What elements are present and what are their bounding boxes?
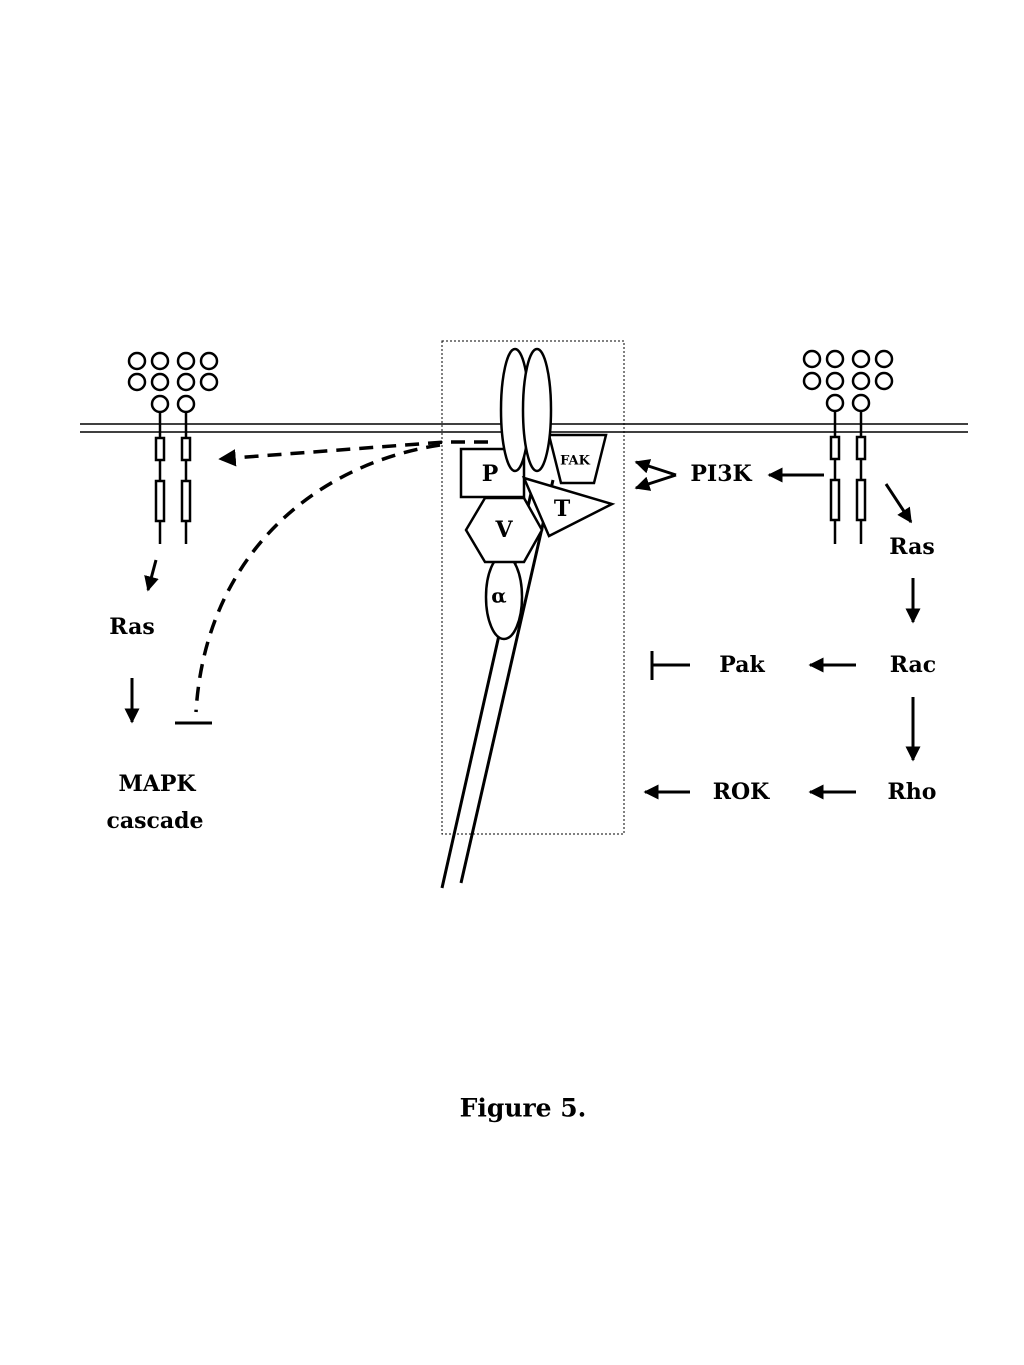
mapk-label-line1: MAPK — [118, 771, 196, 797]
fak-shape — [547, 433, 608, 485]
ras-right-label: Ras — [889, 534, 934, 560]
focal-adhesion-box — [441, 340, 625, 835]
figure-caption: Figure 5. — [460, 1094, 587, 1123]
talin-shape — [521, 476, 616, 538]
pak-label: Pak — [719, 652, 765, 678]
receptor-right — [802, 349, 894, 544]
arrow-receptor-to-ras-left — [144, 559, 159, 592]
arrow-receptor-to-ras-right — [884, 483, 913, 524]
dashed-inhibition-mapk — [194, 443, 441, 713]
talin-label: T — [554, 496, 571, 522]
pi3k-label: PI3K — [690, 461, 752, 487]
arrow-pi3k-to-complex-upper — [634, 459, 677, 477]
ras-left-label: Ras — [109, 614, 154, 640]
rok-label: ROK — [713, 779, 770, 805]
arrow-pi3k-to-complex-lower — [634, 473, 677, 491]
rac-label: Rac — [890, 652, 936, 678]
vinculin-label: V — [494, 517, 513, 543]
fak-label: FAK — [560, 454, 591, 469]
rho-label: Rho — [888, 779, 937, 805]
dashed-arrow-to-receptor — [218, 440, 488, 467]
integrin-receptor — [499, 347, 553, 473]
receptor-left — [127, 351, 219, 544]
alpha-actinin-label: α — [491, 584, 506, 608]
mapk-label-line2: cascade — [106, 808, 203, 834]
paxillin-label: P — [482, 461, 499, 487]
